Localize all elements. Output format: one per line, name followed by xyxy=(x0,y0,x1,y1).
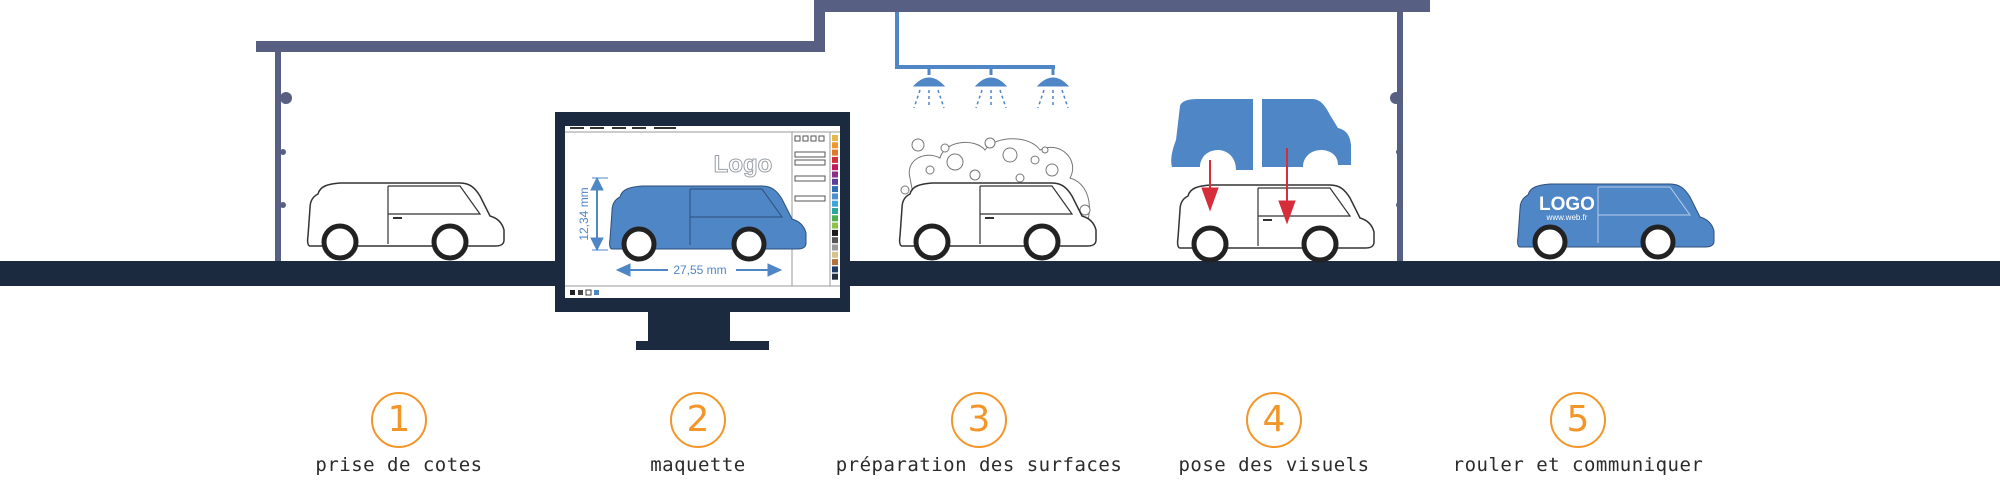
palette-swatch xyxy=(832,135,838,141)
step-2: 2 maquette xyxy=(548,392,848,476)
ground-bar xyxy=(0,261,2000,286)
palette-swatch xyxy=(832,215,838,222)
monitor: Logo 12,34 mm 27,55 mm xyxy=(555,112,850,350)
dimension-width: 27,55 mm xyxy=(673,263,726,277)
step-label: maquette xyxy=(650,454,746,476)
placement-arrows xyxy=(1201,148,1296,225)
palette-swatch xyxy=(832,244,838,251)
palette-swatch xyxy=(832,259,838,266)
palette-swatch xyxy=(832,156,838,163)
palette-swatch xyxy=(832,178,838,185)
step-number: 5 xyxy=(1550,392,1606,448)
palette-swatch xyxy=(832,208,838,214)
palette-swatch xyxy=(832,273,838,280)
vinyl-panels xyxy=(1171,99,1351,170)
van-final xyxy=(1517,183,1715,260)
step-label: pose des visuels xyxy=(1178,454,1370,476)
van-mockup xyxy=(609,185,807,262)
palette-swatch xyxy=(832,193,838,200)
palette-swatch xyxy=(832,229,838,236)
step-1: 1 prise de cotes xyxy=(249,392,549,476)
palette-swatch xyxy=(832,251,838,258)
palette-swatch xyxy=(832,149,838,156)
step-number: 3 xyxy=(951,392,1007,448)
palette-swatch xyxy=(832,266,838,273)
step-label: préparation des surfaces xyxy=(835,454,1123,476)
van-outline-3 xyxy=(898,182,1097,261)
step-3: 3 préparation des surfaces xyxy=(829,392,1129,476)
workshop-roof xyxy=(256,0,1430,261)
palette-swatch xyxy=(832,237,838,244)
step-number: 1 xyxy=(371,392,427,448)
mockup-logo: Logo xyxy=(714,151,773,178)
palette-swatch xyxy=(832,171,838,178)
palette-swatch xyxy=(832,164,838,171)
step-5: 5 rouler et communiquer xyxy=(1428,392,1728,476)
palette-swatch xyxy=(832,142,838,149)
step-4: 4 pose des visuels xyxy=(1124,392,1424,476)
color-palette xyxy=(832,135,838,280)
palette-swatch xyxy=(832,186,838,193)
palette-swatch xyxy=(832,200,838,207)
van-outline-4 xyxy=(1176,184,1375,263)
step-label: rouler et communiquer xyxy=(1452,454,1704,476)
step-label: prise de cotes xyxy=(315,454,483,476)
van-outline-1 xyxy=(306,182,505,261)
dimension-height: 12,34 mm xyxy=(577,187,591,240)
shower-rig xyxy=(895,12,1070,109)
step-number: 2 xyxy=(670,392,726,448)
van-url: www.web.fr xyxy=(1546,213,1588,222)
step-number: 4 xyxy=(1246,392,1302,448)
van-logo: LOGO xyxy=(1539,194,1595,215)
palette-swatch xyxy=(832,222,838,229)
